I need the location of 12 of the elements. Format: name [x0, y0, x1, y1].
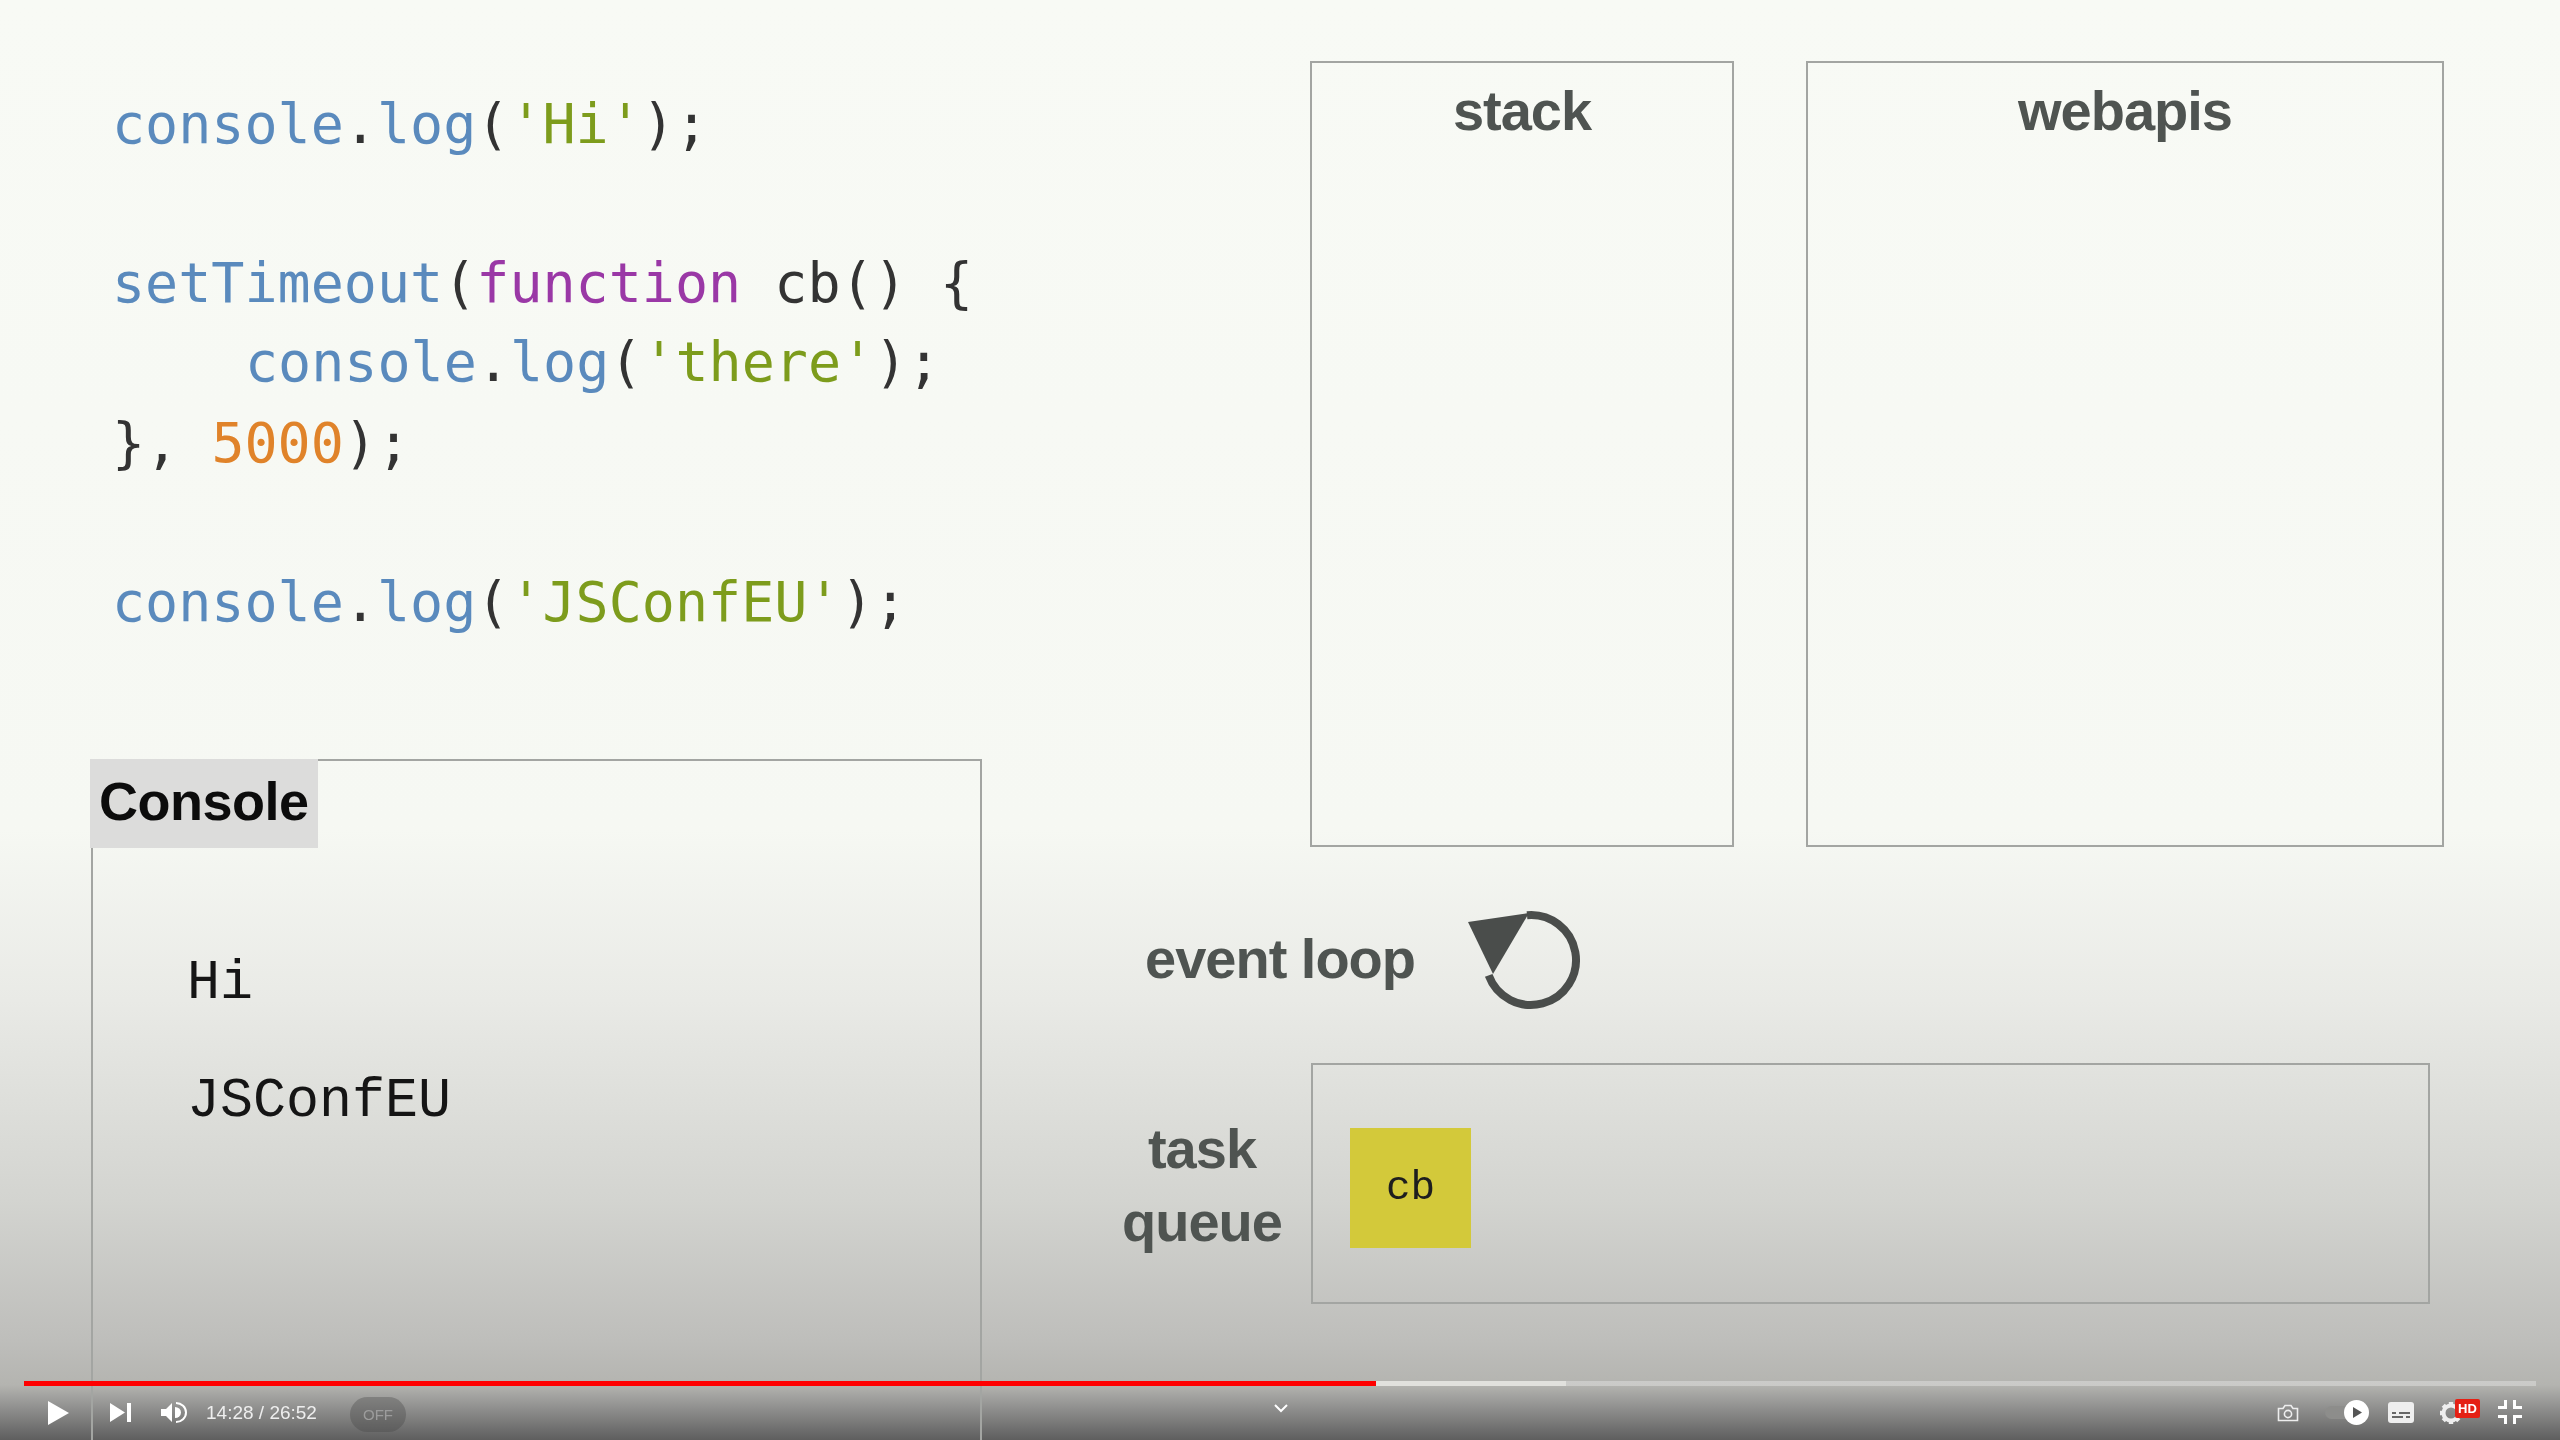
time-display: 14:28 / 26:52	[206, 1402, 317, 1424]
quality-badge: HD	[2455, 1399, 2480, 1418]
output-text: JSConfEU	[187, 1074, 452, 1129]
console-header: Console	[90, 759, 318, 848]
code-line: setTimeout(function cb() {	[112, 256, 974, 311]
panel-title: stack	[1451, 83, 1593, 139]
panel	[1310, 61, 1734, 847]
panel	[1806, 61, 2444, 847]
item-tile: cb	[1350, 1128, 1471, 1248]
output-text: Hi	[187, 956, 253, 1011]
code-line: }, 5000);	[112, 416, 411, 471]
panel-title: task queue	[1121, 1116, 1283, 1255]
